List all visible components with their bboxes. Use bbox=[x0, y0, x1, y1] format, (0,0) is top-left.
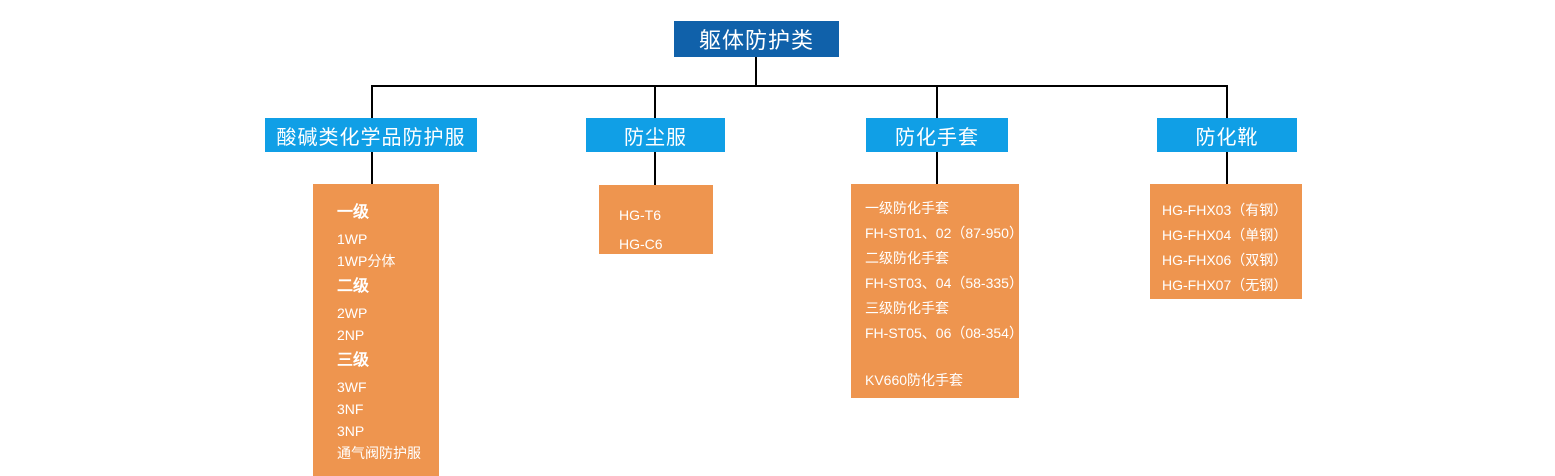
branch-node-acid-alkali-chemical-suit[interactable]: 酸碱类化学品防护服 bbox=[265, 118, 477, 152]
connector-branch-2-to-panel bbox=[654, 152, 656, 185]
panel-content: 一级 1WP 1WP分体二级 2WP 2NP 三级 3WF 3NF 3NP 通气阀防护服 bbox=[313, 184, 439, 474]
panel-group-heading: 三级 bbox=[337, 352, 370, 369]
panel-item: KV660防化手套 bbox=[865, 372, 964, 388]
panel-item: 通气阀防护服 bbox=[337, 445, 421, 461]
root-node-body-protection[interactable]: 躯体防护类 bbox=[674, 21, 839, 57]
panel-item: FH-ST03、04（58-335） bbox=[865, 275, 1019, 291]
connector-branch-4-to-panel bbox=[1226, 152, 1228, 184]
panel-acid-alkali-chemical-suit: 一级 1WP 1WP分体二级 2WP 2NP 三级 3WF 3NF 3NP 通气阀防护服 bbox=[313, 184, 439, 476]
panel-item: FH-ST05、06（08-354） bbox=[865, 325, 1019, 341]
panel-item: HG-FHX06（双钢） bbox=[1162, 252, 1288, 268]
branch-node-chemical-boots[interactable]: 防化靴 bbox=[1157, 118, 1297, 152]
panel-item: HG-FHX04（单钢） bbox=[1162, 227, 1288, 243]
connector-drop-4 bbox=[1226, 85, 1228, 118]
panel-item: 2WP bbox=[337, 305, 368, 321]
panel-group-heading: 一级 bbox=[337, 204, 370, 221]
panel-content: HG-FHX03（有钢） HG-FHX04（单钢） HG-FHX06（双钢） HG-F… bbox=[1150, 184, 1302, 299]
panel-chemical-gloves: 一级防化手套 FH-ST01、02（87-950） 二级防化手套 FH-ST03、04… bbox=[851, 184, 1019, 398]
branch-node-label: 酸碱类化学品防护服 bbox=[276, 126, 466, 149]
panel-item: HG-C6 bbox=[619, 236, 663, 252]
panel-item: HG-FHX03（有钢） bbox=[1162, 202, 1288, 218]
panel-item: 3WF bbox=[337, 379, 367, 395]
panel-item: 三级防化手套 bbox=[865, 300, 949, 316]
panel-item: 一级防化手套 bbox=[865, 200, 949, 216]
panel-item: HG-FHX07（无钢） bbox=[1162, 277, 1288, 293]
panel-item: 1WP分体 bbox=[337, 253, 396, 269]
connector-drop-3 bbox=[936, 85, 938, 118]
connector-root-stem bbox=[755, 57, 757, 86]
panel-chemical-boots: HG-FHX03（有钢） HG-FHX04（单钢） HG-FHX06（双钢） HG-F… bbox=[1150, 184, 1302, 299]
branch-node-label: 防化手套 bbox=[895, 126, 979, 149]
branch-node-chemical-gloves[interactable]: 防化手套 bbox=[866, 118, 1008, 152]
branch-node-label: 防尘服 bbox=[624, 126, 687, 149]
branch-node-dust-suit[interactable]: 防尘服 bbox=[586, 118, 725, 152]
panel-group-heading: 二级 bbox=[337, 278, 370, 295]
connector-horizontal-bus bbox=[371, 85, 1228, 87]
connector-branch-1-to-panel bbox=[371, 152, 373, 184]
panel-item: 3NP bbox=[337, 423, 365, 439]
panel-item: 2NP bbox=[337, 327, 365, 343]
connector-drop-2 bbox=[654, 85, 656, 118]
panel-item: FH-ST01、02（87-950） bbox=[865, 225, 1019, 241]
panel-content: 一级防化手套 FH-ST01、02（87-950） 二级防化手套 FH-ST03、04… bbox=[851, 184, 1019, 398]
branch-node-label: 防化靴 bbox=[1195, 126, 1259, 149]
panel-item: 二级防化手套 bbox=[865, 250, 949, 266]
panel-spacer bbox=[865, 346, 1019, 368]
root-node-label: 躯体防护类 bbox=[698, 28, 814, 53]
connector-branch-3-to-panel bbox=[936, 152, 938, 184]
panel-item: 3NF bbox=[337, 401, 364, 417]
connector-drop-1 bbox=[371, 85, 373, 118]
panel-item: HG-T6 bbox=[619, 207, 661, 223]
panel-item: 1WP bbox=[337, 231, 368, 247]
